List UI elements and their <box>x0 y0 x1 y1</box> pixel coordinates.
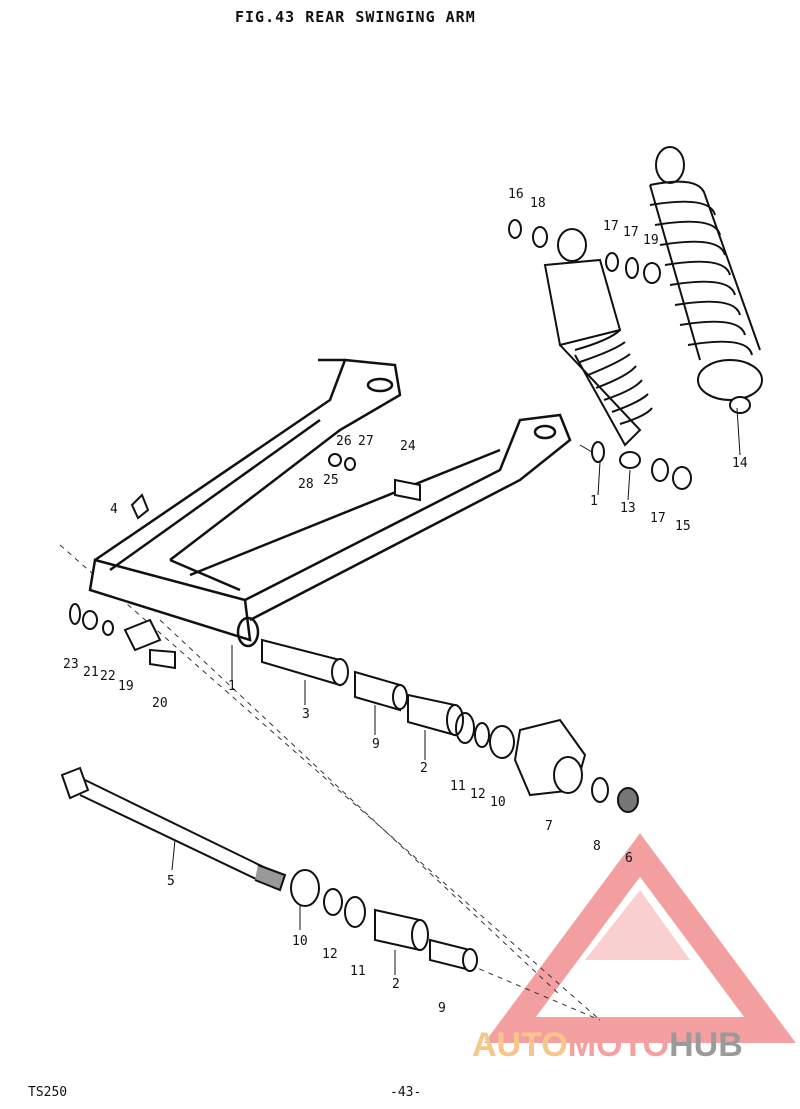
label-17: 17 <box>603 219 619 234</box>
label-5: 5 <box>167 874 175 889</box>
label-11: 11 <box>350 964 366 979</box>
page-number: -43- <box>390 1085 422 1100</box>
label-12: 12 <box>470 787 486 802</box>
label-20: 20 <box>152 696 168 711</box>
label-17: 17 <box>623 225 639 240</box>
label-22: 22 <box>100 669 116 684</box>
small-hardware <box>69 219 692 670</box>
label-6: 6 <box>625 851 633 866</box>
label-18: 18 <box>530 196 546 211</box>
label-4: 4 <box>110 502 118 517</box>
label-19: 19 <box>643 233 659 248</box>
label-25: 25 <box>323 473 339 488</box>
watermark-moto: MOTO <box>567 1026 670 1064</box>
pivot-parts <box>261 638 639 813</box>
leader-lines <box>171 407 741 975</box>
figure-title: FIG.43 REAR SWINGING ARM <box>235 8 476 26</box>
label-17: 17 <box>650 511 666 526</box>
label-2: 2 <box>392 977 400 992</box>
label-13: 13 <box>620 501 636 516</box>
label-24: 24 <box>400 439 416 454</box>
label-14: 14 <box>732 456 748 471</box>
label-28: 28 <box>298 477 314 492</box>
label-11: 11 <box>450 779 466 794</box>
label-12: 12 <box>322 947 338 962</box>
label-3: 3 <box>302 707 310 722</box>
label-27: 27 <box>358 434 374 449</box>
axle-bolt <box>60 766 478 972</box>
label-23: 23 <box>63 657 79 672</box>
label-16: 16 <box>508 187 524 202</box>
swing-arm-frame <box>88 358 572 648</box>
shock-absorber-left <box>543 228 653 469</box>
label-19: 19 <box>118 679 134 694</box>
label-1: 1 <box>228 679 236 694</box>
label-2: 2 <box>420 761 428 776</box>
guide-lines <box>59 544 601 1021</box>
label-7: 7 <box>545 819 553 834</box>
label-1: 1 <box>590 494 598 509</box>
watermark-text: AUTOMOTOHUB <box>472 1026 743 1065</box>
label-8: 8 <box>593 839 601 854</box>
model-code: TS250 <box>28 1085 68 1100</box>
label-21: 21 <box>83 665 99 680</box>
shock-absorber-right <box>649 146 763 414</box>
label-10: 10 <box>292 934 308 949</box>
label-9: 9 <box>372 737 380 752</box>
label-10: 10 <box>490 795 506 810</box>
watermark-logo-icon <box>484 833 796 1043</box>
label-15: 15 <box>675 519 691 534</box>
watermark-hub: HUB <box>669 1026 743 1064</box>
label-9: 9 <box>438 1001 446 1016</box>
watermark-auto: AUTO <box>472 1026 568 1064</box>
label-26: 26 <box>336 434 352 449</box>
part-labels: 16 18 17 17 19 26 27 24 28 25 4 1 13 17 … <box>63 187 748 1016</box>
